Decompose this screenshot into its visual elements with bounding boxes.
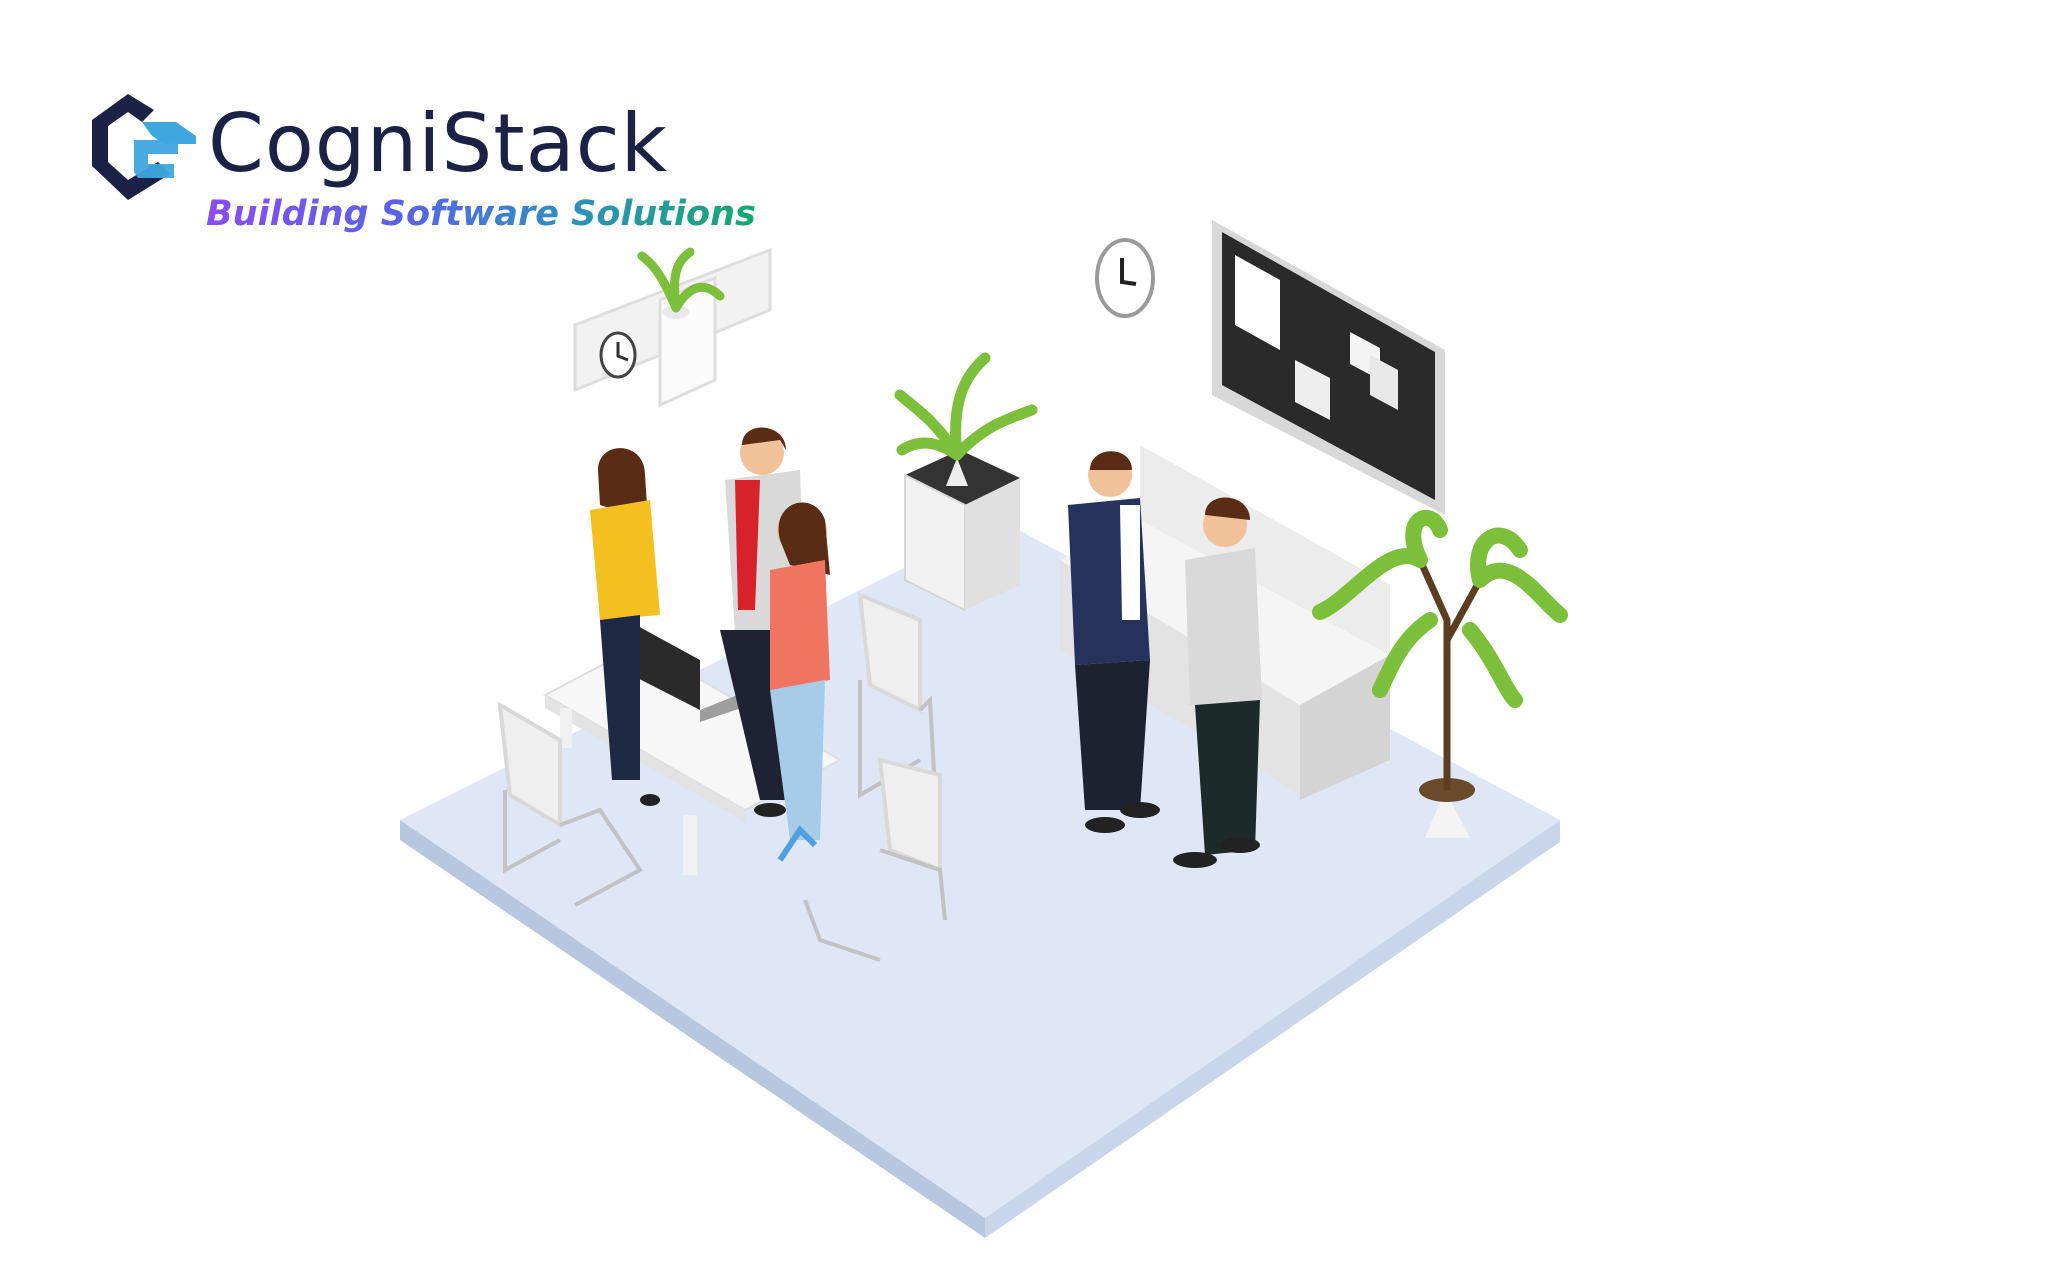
person-yellow-jacket bbox=[590, 448, 660, 806]
chair bbox=[857, 591, 937, 799]
notice-board bbox=[1212, 220, 1445, 515]
person-gray-shirt bbox=[1173, 497, 1262, 868]
brand-header: CogniStack Building Software Solutions bbox=[78, 84, 758, 244]
person-coral-top bbox=[770, 502, 830, 862]
brand-name: CogniStack bbox=[208, 97, 668, 190]
chair bbox=[803, 757, 947, 962]
cognistack-logo-icon bbox=[92, 94, 196, 200]
small-plant bbox=[637, 247, 725, 319]
cabinet-plant bbox=[894, 352, 1038, 486]
shelf-clock-icon bbox=[599, 331, 637, 379]
wall-clock-icon bbox=[1095, 238, 1155, 318]
brand-tagline: Building Software Solutions bbox=[206, 190, 756, 238]
tall-plant bbox=[1312, 509, 1568, 838]
person-navy-jacket bbox=[1068, 451, 1160, 833]
chair bbox=[497, 701, 643, 907]
